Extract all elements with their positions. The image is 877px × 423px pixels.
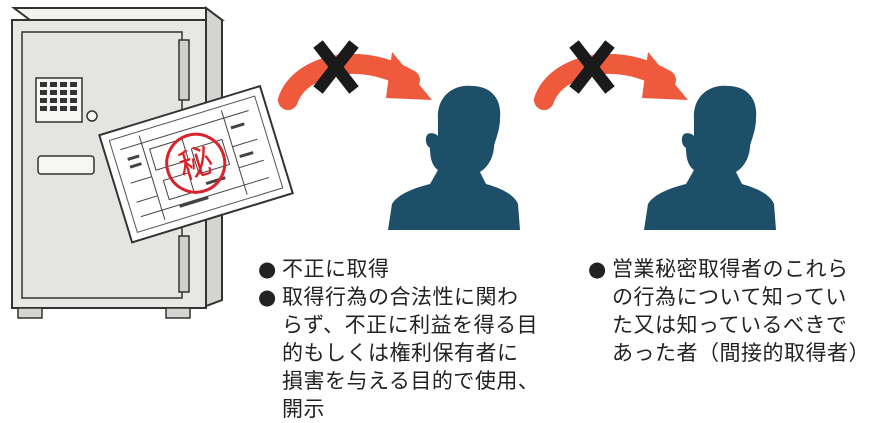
indirect-acquirer-caption: ● 営業秘密取得者のこれら の行為について知ってい た又は知っているべきで あっ… bbox=[588, 255, 873, 367]
bullet-icon: ● bbox=[258, 285, 277, 309]
transfer-arrow-2 bbox=[534, 52, 688, 110]
keypad-icon bbox=[35, 77, 98, 123]
prohibited-cross-icon-2 bbox=[569, 40, 615, 94]
person-silhouette-icon-2 bbox=[644, 85, 776, 230]
caption-text: 取得行為の合法性に関わ らず、不正に利益を得る目 的もしくは権利保有者に 損害を… bbox=[282, 285, 540, 421]
prohibited-cross-icon-1 bbox=[313, 40, 359, 94]
safe-handle bbox=[37, 155, 95, 175]
transfer-arrow-1 bbox=[278, 52, 432, 110]
bullet-icon: ● bbox=[258, 257, 277, 281]
caption-bullet-item: ● 営業秘密取得者のこれら の行為について知ってい た又は知っているべきで あっ… bbox=[588, 255, 873, 367]
caption-text: 営業秘密取得者のこれら の行為について知ってい た又は知っているべきで あった者… bbox=[612, 257, 870, 365]
hinge-top bbox=[178, 39, 190, 101]
caption-text: 不正に取得 bbox=[282, 257, 390, 281]
hinge-bottom bbox=[178, 235, 190, 293]
bullet-icon: ● bbox=[588, 257, 607, 281]
person-silhouette-icon-1 bbox=[388, 85, 520, 230]
direct-acquirer-caption: ● 不正に取得 ● 取得行為の合法性に関わ らず、不正に利益を得る目 的もしくは… bbox=[258, 255, 563, 423]
secret-document: 秘 bbox=[98, 84, 294, 244]
caption-bullet-item: ● 不正に取得 bbox=[258, 255, 563, 283]
caption-bullet-item: ● 取得行為の合法性に関わ らず、不正に利益を得る目 的もしくは権利保有者に 損… bbox=[258, 283, 563, 423]
